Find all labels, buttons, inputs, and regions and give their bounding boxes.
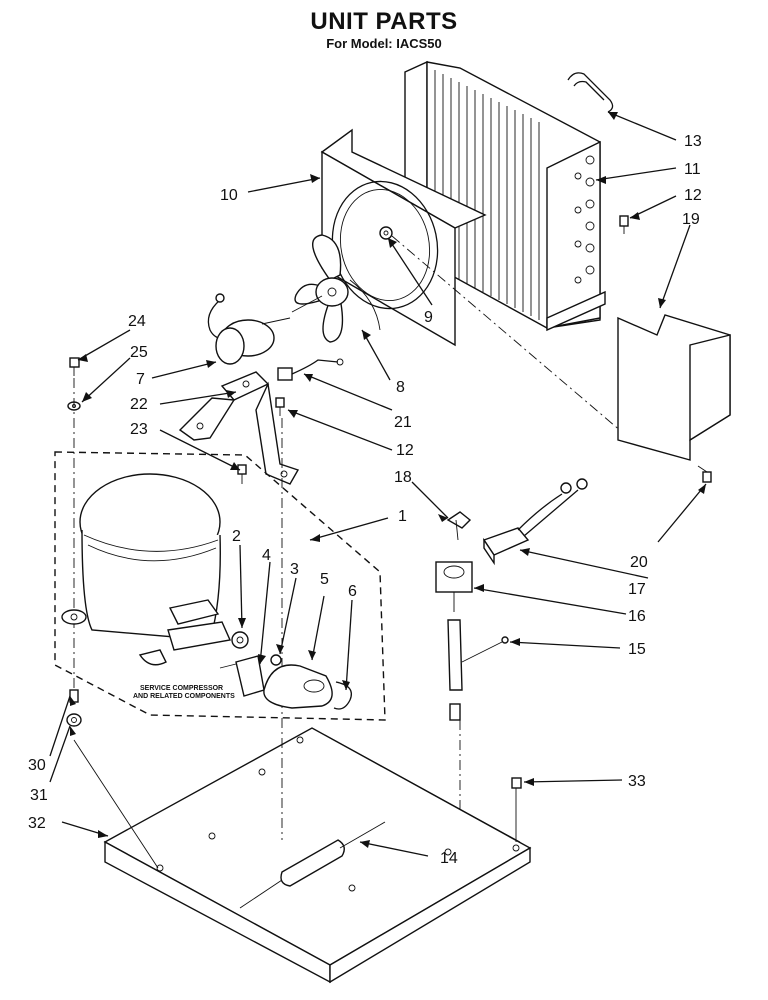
callout-10: 10 bbox=[220, 187, 238, 204]
callout-2: 2 bbox=[232, 528, 241, 545]
callout-18: 18 bbox=[394, 469, 412, 486]
callout-23: 23 bbox=[130, 421, 148, 438]
callout-15: 15 bbox=[628, 641, 646, 658]
base-pan bbox=[103, 727, 532, 984]
overload-protector bbox=[231, 631, 249, 649]
filter-drier bbox=[239, 821, 386, 909]
solenoid-valve bbox=[435, 561, 473, 612]
mount-grommet-left bbox=[61, 609, 87, 625]
diagram-subtitle: For Model: IACS50 bbox=[326, 36, 442, 51]
callout-13: 13 bbox=[684, 133, 702, 150]
service-note-line-2: AND RELATED COMPONENTS bbox=[133, 693, 235, 700]
spring-clip bbox=[270, 654, 282, 666]
callout-6: 6 bbox=[348, 583, 357, 600]
callout-31: 31 bbox=[30, 787, 48, 804]
callout-25: 25 bbox=[130, 344, 148, 361]
screw-12-lower bbox=[275, 397, 285, 416]
leader-arrowheads bbox=[70, 112, 706, 848]
fan-shroud bbox=[320, 128, 623, 433]
relay bbox=[219, 655, 265, 697]
screw-12-upper bbox=[619, 215, 629, 234]
compressor bbox=[79, 473, 232, 666]
terminal-clip bbox=[446, 511, 472, 541]
callout-22: 22 bbox=[130, 396, 148, 413]
side-panel bbox=[617, 314, 731, 461]
callout-8-motor: 8 bbox=[396, 379, 405, 396]
callout-9: 9 bbox=[424, 309, 433, 326]
tube-clip bbox=[567, 72, 614, 113]
callout-33: 33 bbox=[628, 773, 646, 790]
service-group-outline bbox=[54, 451, 386, 721]
callout-14: 14 bbox=[440, 850, 458, 867]
motor-bracket bbox=[178, 371, 300, 485]
callout-5: 5 bbox=[320, 571, 329, 588]
callout-24: 24 bbox=[128, 313, 146, 330]
fan-blade bbox=[294, 234, 381, 343]
capacitor bbox=[263, 664, 333, 709]
callout-19: 19 bbox=[682, 211, 700, 228]
callout-17: 17 bbox=[628, 581, 646, 598]
service-note-line-1: SERVICE COMPRESSOR bbox=[140, 685, 223, 692]
fan-motor bbox=[207, 293, 323, 365]
callout-32: 32 bbox=[28, 815, 46, 832]
grommet-31 bbox=[66, 713, 82, 727]
callout-21: 21 bbox=[394, 414, 412, 431]
callout-30: 30 bbox=[28, 757, 46, 774]
screw-20 bbox=[697, 465, 712, 483]
callout-11: 11 bbox=[684, 161, 701, 178]
thermistor bbox=[447, 619, 509, 721]
motor-wire-harness bbox=[277, 358, 344, 381]
screw-23 bbox=[237, 464, 247, 484]
capacitor-bracket bbox=[333, 681, 353, 710]
screw-33 bbox=[511, 777, 522, 842]
screw-24 bbox=[69, 357, 80, 376]
callout-12-lower: 12 bbox=[396, 442, 414, 459]
callout-4: 4 bbox=[262, 547, 271, 564]
power-connector bbox=[482, 478, 588, 566]
callout-12-upper: 12 bbox=[684, 187, 702, 204]
callout-1: 1 bbox=[398, 508, 407, 525]
callout-16: 16 bbox=[628, 608, 646, 625]
callout-20: 20 bbox=[630, 554, 648, 571]
diagram-title: UNIT PARTS bbox=[310, 8, 458, 35]
callout-3: 3 bbox=[290, 561, 299, 578]
callout-7: 7 bbox=[136, 371, 145, 388]
